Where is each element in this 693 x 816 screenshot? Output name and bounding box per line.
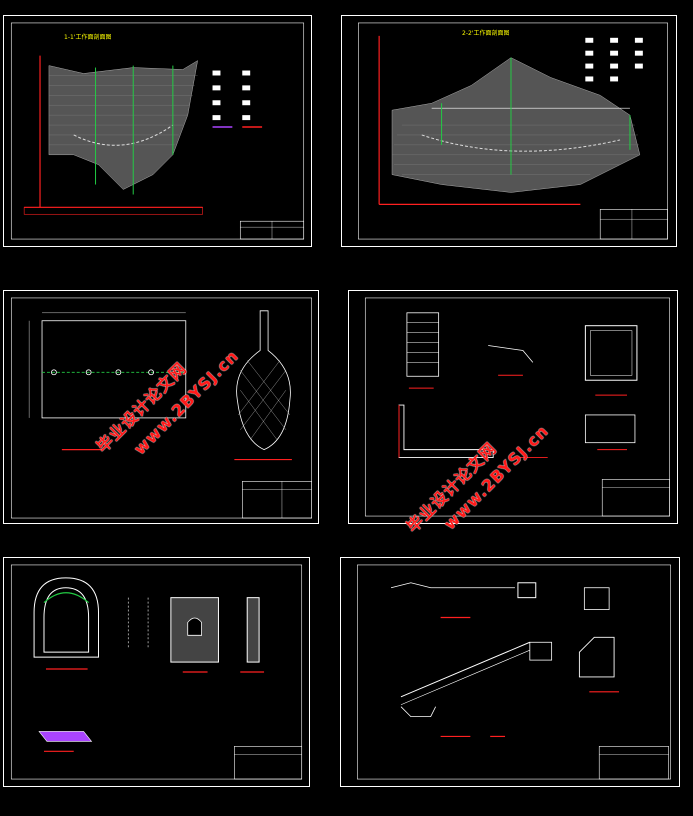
- drawing-sheet-1: 1-1'工作面剖面图: [3, 15, 312, 247]
- drawing-sheet-4: [348, 290, 678, 524]
- section-drawing-5: [10, 564, 303, 780]
- sheet-1-title: 1-1'工作面剖面图: [64, 34, 112, 41]
- drawing-sheet-6: [340, 557, 680, 787]
- slope-drawing-6: [357, 564, 671, 780]
- drawing-sheet-5: [3, 557, 310, 787]
- drawing-sheet-2: 2-2'工作面剖面图: [341, 15, 677, 247]
- plan-drawing-3: [10, 297, 312, 519]
- profile-drawing-2: [358, 22, 668, 240]
- sheet-2-title: 2-2'工作面剖面图: [462, 30, 510, 37]
- profile-drawing-1: [10, 22, 305, 240]
- drawing-sheet-3: [3, 290, 319, 524]
- detail-drawing-4: [364, 297, 670, 517]
